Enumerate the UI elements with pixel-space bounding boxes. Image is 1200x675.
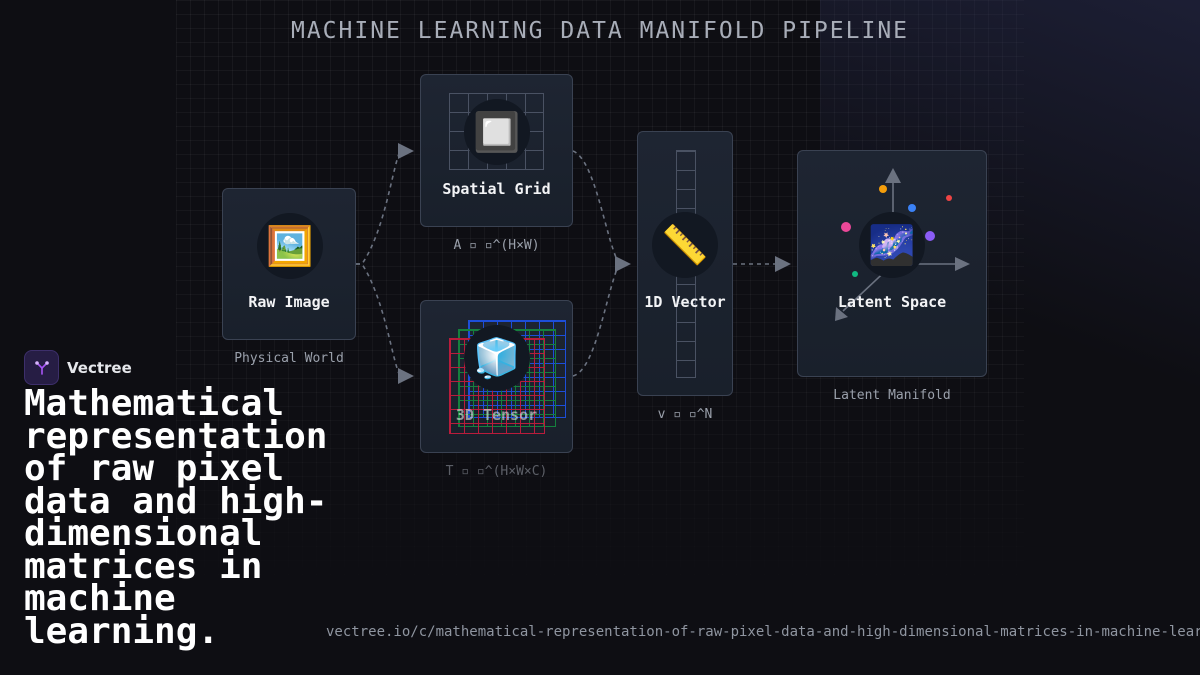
connector-tensor-to-vector	[572, 265, 619, 377]
diagram-title: MACHINE LEARNING DATA MANIFOLD PIPELINE	[290, 18, 910, 44]
raw-image-node: 🖼️ Raw Image	[222, 188, 356, 340]
raw-image-caption: Physical World	[234, 351, 344, 366]
vector-node: 📏 1D Vector	[637, 131, 733, 396]
connector-raw-to-grid	[356, 150, 401, 265]
vectree-tree-icon	[24, 350, 59, 385]
tensor-caption: T ▫ ▫^(H×W×C)	[445, 464, 548, 479]
ruler-icon: 📏	[652, 212, 718, 278]
latent-point-blue	[908, 204, 916, 212]
spatial-grid-node: 🔲 Spatial Grid	[420, 74, 573, 227]
milky-way-icon: 🌌	[859, 212, 925, 278]
connector-raw-to-tensor	[356, 263, 401, 377]
tensor-node: 🧊 3D Tensor	[420, 300, 573, 453]
arrowhead-to-tensor	[398, 368, 414, 384]
arrowhead-to-grid	[398, 143, 414, 159]
latent-space-node: 🌌 Latent Space	[797, 150, 987, 377]
latent-space-label: Latent Space	[837, 293, 947, 311]
spatial-grid-label: Spatial Grid	[442, 180, 551, 198]
latent-point-green	[852, 271, 858, 277]
tensor-label: 3D Tensor	[455, 406, 538, 424]
latent-point-red	[946, 195, 952, 201]
vector-caption: v ▫ ▫^N	[657, 407, 713, 422]
ice-cube-icon: 🧊	[464, 325, 530, 391]
raw-image-label: Raw Image	[248, 293, 330, 311]
latent-point-orange	[879, 185, 887, 193]
white-square-icon: 🔲	[464, 99, 530, 165]
arrowhead-to-vector	[615, 256, 631, 272]
source-url[interactable]: vectree.io/c/mathematical-representation…	[326, 624, 1200, 640]
latent-point-pink	[841, 222, 851, 232]
spatial-grid-caption: A ▫ ▫^(H×W)	[453, 238, 540, 253]
latent-point-purple	[925, 231, 935, 241]
brand-name: Vectree	[67, 358, 132, 377]
latent-axes	[835, 168, 970, 321]
framed-picture-icon: 🖼️	[257, 213, 323, 279]
latent-caption: Latent Manifold	[833, 388, 951, 403]
connector-grid-to-vector	[572, 150, 619, 263]
arrowhead-to-latent	[775, 256, 791, 272]
brand: Vectree	[24, 350, 132, 385]
headline: Mathematical representation of raw pixel…	[24, 383, 328, 652]
vector-label: 1D Vector	[644, 293, 726, 311]
